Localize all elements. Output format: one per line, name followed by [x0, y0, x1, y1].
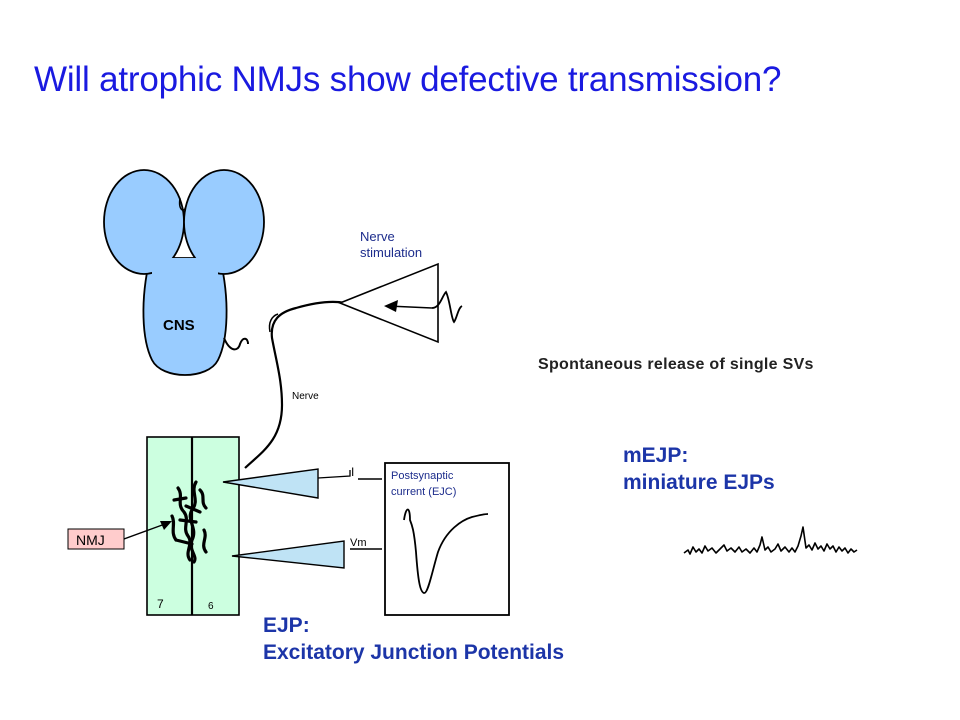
nerve-bend: [268, 313, 279, 333]
mejp-label: mEJP: miniature EJPs: [623, 442, 775, 496]
trace-label-1: Postsynaptic: [391, 470, 454, 482]
trace-label-2: current (EJC): [391, 486, 456, 498]
cns-label: CNS: [163, 317, 195, 334]
muscle-6-label: 6: [208, 601, 214, 612]
mejp-label-line2: miniature EJPs: [623, 471, 775, 494]
voltage-electrode: [231, 540, 345, 569]
ejp-label-line1: EJP:: [263, 614, 310, 637]
cns-fill-patch: [152, 258, 218, 276]
cns-notch: [178, 197, 187, 211]
stim-arrow-icon: [384, 300, 398, 312]
cns-nerve-stub: [223, 337, 249, 351]
nerve-stim-label-2: stimulation: [360, 245, 422, 260]
cns-shape: [103, 169, 265, 376]
stimulation-electrode: [337, 262, 439, 344]
muscle-7-label: 7: [157, 597, 164, 611]
spontaneous-release-caption: Spontaneous release of single SVs: [538, 356, 814, 373]
nmj-label: NMJ: [76, 532, 105, 548]
ejp-label-line2: Excitatory Junction Potentials: [263, 641, 565, 664]
nerve-label: Nerve: [292, 391, 319, 402]
nmj-arrow-line: [123, 523, 166, 540]
ejp-label: EJP: Excitatory Junction Potentials: [263, 612, 564, 666]
current-electrode: [222, 468, 319, 499]
nerve-stim-label-1: Nerve: [360, 229, 395, 244]
current-label: I: [351, 465, 354, 479]
mejp-label-line1: mEJP:: [623, 444, 689, 467]
nmj-terminal-branches: [170, 480, 208, 564]
ejc-trace: [403, 508, 489, 594]
current-electrode-wire: [317, 470, 351, 479]
slide-title: Will atrophic NMJs show defective transm…: [34, 60, 782, 99]
voltage-label: Vm: [350, 537, 367, 549]
ejc-trace-box: [384, 462, 510, 616]
nmj-arrow-head-icon: [160, 521, 172, 530]
nerve-fiber: [244, 300, 346, 469]
mejp-trace: [683, 526, 858, 555]
stim-pulse-icon: [431, 290, 463, 324]
